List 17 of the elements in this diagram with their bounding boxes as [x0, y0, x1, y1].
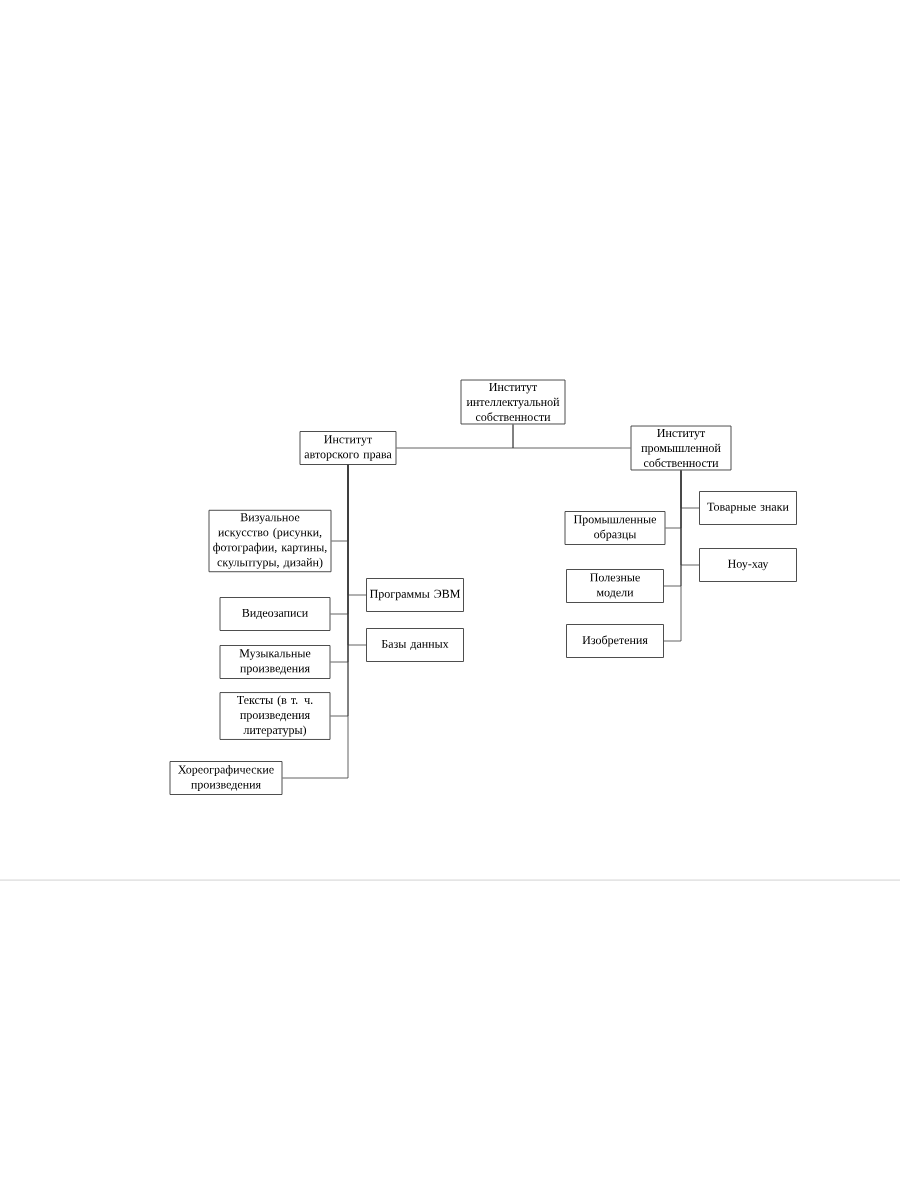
category-box: Изобретения: [566, 624, 664, 658]
category-box: Институт интеллектуальной собственности: [460, 379, 566, 425]
category-box: Промышленные образцы: [564, 511, 666, 545]
connector-line: [512, 424, 631, 449]
category-box: Программы ЭВМ: [366, 578, 464, 612]
category-box: Хореографические произведения: [169, 761, 283, 795]
connector-line: [663, 470, 682, 642]
category-box: Товарные знаки: [699, 491, 797, 525]
category-box: Визуальное искусство (рисунки, фотографии, картины, скульптуры, дизайн): [208, 509, 332, 573]
category-box: Институт промышленной собственности: [630, 425, 732, 471]
category-box: Музыкальные произведения: [219, 645, 331, 679]
category-box: Видеозаписи: [219, 597, 331, 631]
category-box: Полезные модели: [566, 569, 664, 603]
category-box: Тексты (в т. ч. произведения литературы): [219, 692, 331, 740]
category-box: Ноу-хау: [699, 548, 797, 582]
category-box: Базы данных: [366, 628, 464, 662]
category-box: Институт авторского права: [299, 431, 397, 465]
